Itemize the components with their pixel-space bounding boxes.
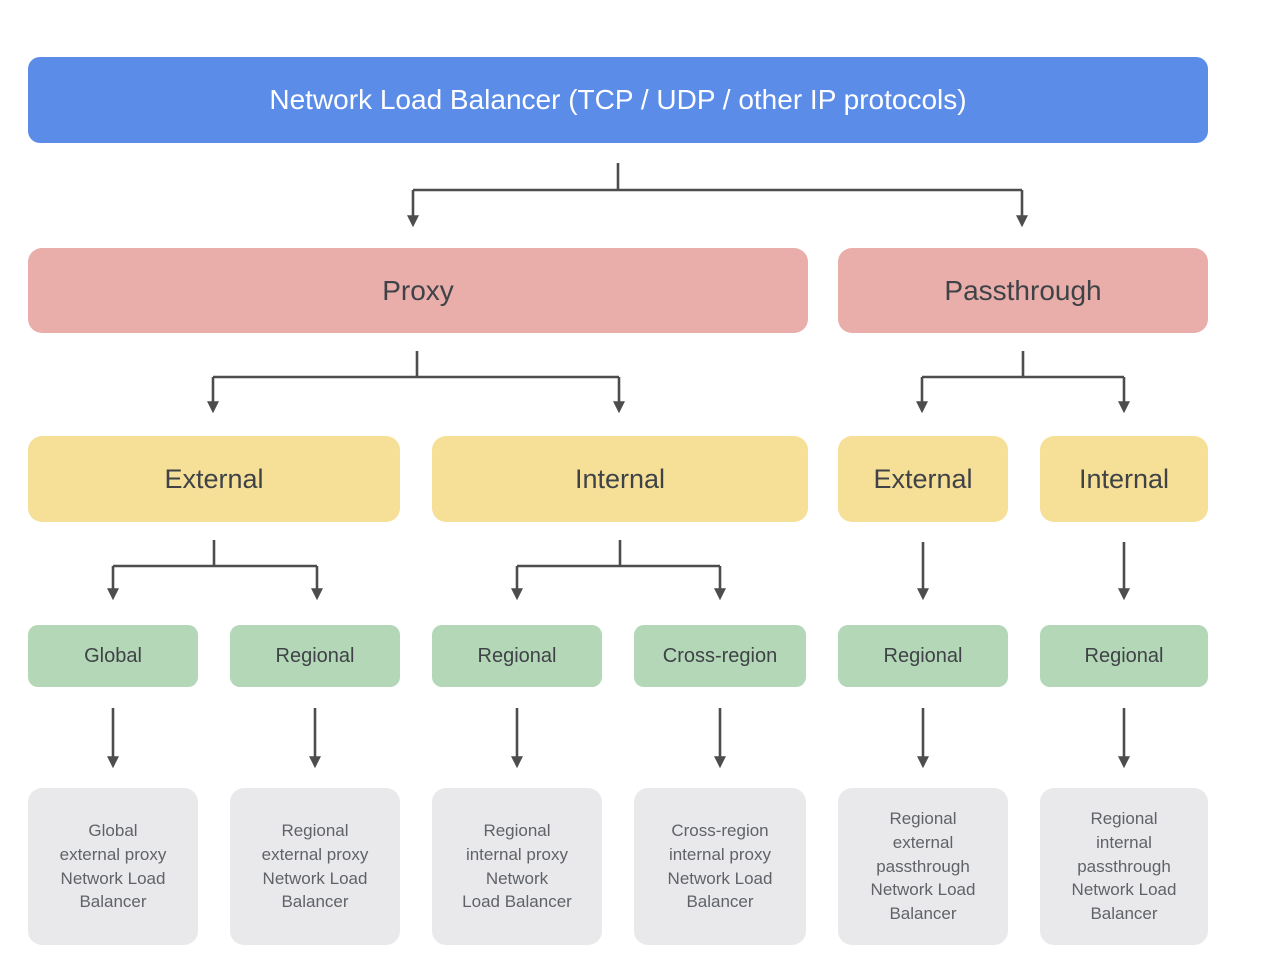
leaf-node-regional-external-proxy-nlb: Regional external proxy Network Load Bal… <box>230 788 400 945</box>
leaf-node-regional-internal-proxy-nlb: Regional internal proxy Network Load Bal… <box>432 788 602 945</box>
leaf-node-global-external-proxy-nlb: Global external proxy Network Load Balan… <box>28 788 198 945</box>
connector-proxy-to-tiers <box>207 351 625 414</box>
branch-node-proxy: Proxy <box>28 248 808 333</box>
branch-node-passthrough: Passthrough <box>838 248 1208 333</box>
scope-node-regional-passthrough-external: Regional <box>838 625 1008 687</box>
scope-node-regional-passthrough-internal: Regional <box>1040 625 1208 687</box>
root-node-network-load-balancer: Network Load Balancer (TCP / UDP / other… <box>28 57 1208 143</box>
tier-node-proxy-external: External <box>28 436 400 522</box>
connector-passthrough-to-tiers <box>916 351 1130 414</box>
connector-proxy-external-to-scopes <box>107 540 323 601</box>
scope-node-regional-proxy-internal: Regional <box>432 625 602 687</box>
connector-passthrough-tiers-to-scopes <box>917 542 1130 601</box>
connector-scopes-to-leaves <box>107 708 1130 769</box>
scope-node-regional-proxy-external: Regional <box>230 625 400 687</box>
scope-node-global: Global <box>28 625 198 687</box>
connector-root-to-branches <box>407 163 1028 228</box>
tier-node-proxy-internal: Internal <box>432 436 808 522</box>
leaf-node-regional-internal-passthrough-nlb: Regional internal passthrough Network Lo… <box>1040 788 1208 945</box>
tier-node-passthrough-external: External <box>838 436 1008 522</box>
leaf-node-cross-region-internal-proxy-nlb: Cross-region internal proxy Network Load… <box>634 788 806 945</box>
leaf-node-regional-external-passthrough-nlb: Regional external passthrough Network Lo… <box>838 788 1008 945</box>
tier-node-passthrough-internal: Internal <box>1040 436 1208 522</box>
scope-node-cross-region: Cross-region <box>634 625 806 687</box>
connector-proxy-internal-to-scopes <box>511 540 726 601</box>
